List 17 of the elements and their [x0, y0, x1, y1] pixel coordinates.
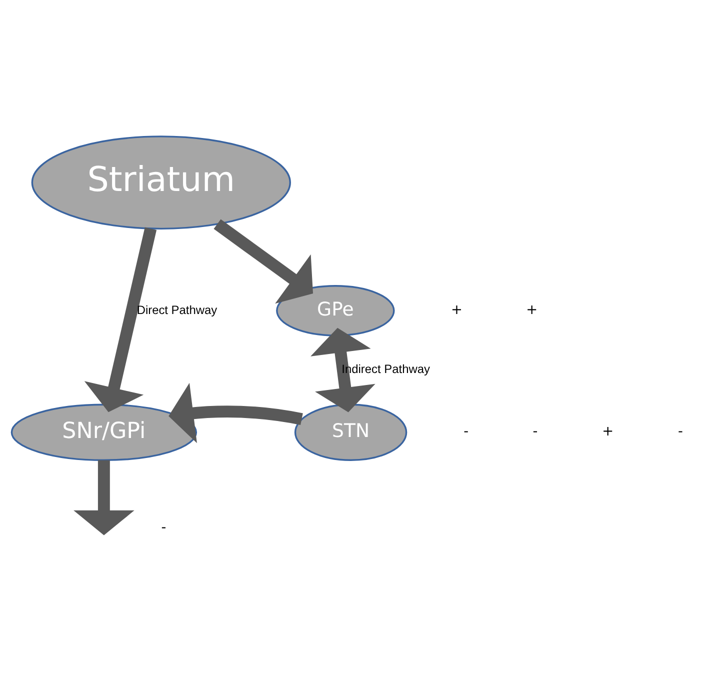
node-ellipse: GPe — [276, 284, 395, 336]
node-ellipse: Striatum — [31, 135, 291, 230]
label: + — [450, 301, 462, 318]
label: - — [161, 519, 166, 536]
node-ellipse: STN — [294, 403, 408, 460]
arrow — [168, 382, 303, 443]
arrow — [214, 218, 314, 304]
arrow — [84, 226, 157, 412]
arrow — [74, 460, 134, 535]
label: + — [602, 423, 614, 440]
label: - — [532, 423, 538, 440]
label: + — [526, 301, 538, 318]
label: - — [678, 423, 683, 440]
label: - — [464, 423, 469, 440]
node-ellipse: SNr/GPi — [10, 403, 198, 460]
edge-label: Direct Pathway — [136, 302, 218, 316]
arrow — [310, 327, 376, 412]
